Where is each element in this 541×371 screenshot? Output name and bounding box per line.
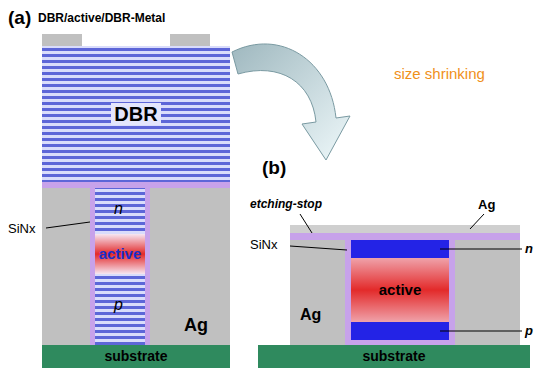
- layer-label: etching-stop: [250, 198, 322, 211]
- active-region: active: [351, 258, 449, 322]
- panel-label: (a): [8, 8, 31, 29]
- node-text: active: [379, 282, 422, 299]
- substrate-band: substrate: [258, 345, 530, 368]
- material-label: Ag: [300, 306, 321, 324]
- node-text: DBR: [111, 103, 160, 125]
- material-label: Ag: [184, 316, 208, 336]
- layer-label: n: [114, 200, 123, 218]
- arrow-caption: size shrinking: [394, 66, 485, 83]
- layer-label: SiNx: [250, 238, 277, 252]
- dbr-stack: DBR: [42, 46, 230, 182]
- node-text: substrate: [104, 349, 167, 364]
- panel-label: (b): [262, 158, 286, 179]
- node-text: active: [99, 246, 142, 263]
- layer-label: p: [525, 324, 533, 338]
- active-region: active: [95, 234, 145, 274]
- material-label: Ag: [478, 198, 495, 212]
- node-text: substrate: [362, 349, 425, 364]
- substrate-band: substrate: [42, 345, 230, 368]
- layer-label: p: [114, 296, 123, 314]
- panel-title: DBR/active/DBR-Metal: [38, 12, 165, 25]
- layer-label: SiNx: [8, 222, 35, 236]
- layer-label: n: [525, 242, 533, 256]
